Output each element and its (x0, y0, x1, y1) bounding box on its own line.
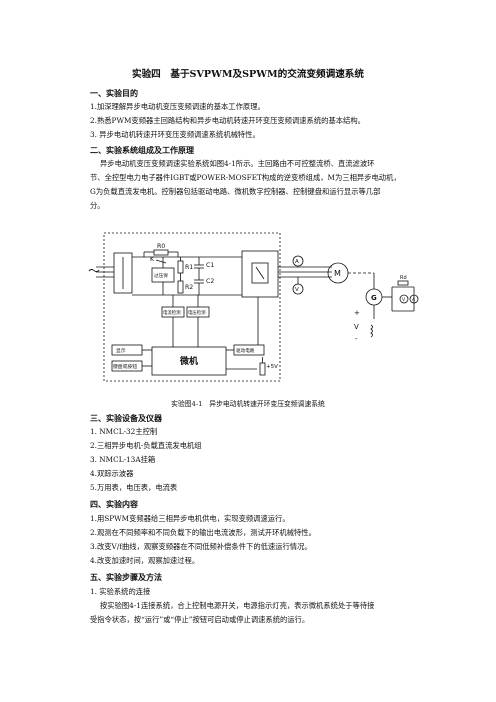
r2-label: R2 (185, 284, 193, 291)
r0-label: R0 (157, 243, 165, 250)
mcu-label: 微机 (179, 355, 198, 367)
ac-source-symbol: ～ (88, 264, 100, 278)
voltage-detect-label: 电压检测 (188, 309, 206, 316)
generator-icon: G (371, 294, 377, 302)
section-heading-steps: 五、实验步骤及方法 (90, 572, 162, 582)
objective-item: 1.加深理解异步电动机变压变频调速的基本工作原理。 (90, 102, 265, 111)
step-line: 按实验图4-1连接系统，合上控制电源开关，电源指示灯亮，表示微机系统处于等待接 (100, 601, 375, 610)
rd-label: Rd (400, 275, 407, 281)
overvoltage-label: 过压保 (154, 272, 168, 279)
c2-label: C2 (206, 278, 214, 285)
equipment-item: 1. NMCL-32主控制 (90, 427, 158, 436)
load-ammeter-icon: A (412, 297, 416, 303)
step-line: 受指令状态，按“运行”或“停止”按钮可启动或停止调速系统的运行。 (90, 615, 310, 624)
voltmeter-icon: V (295, 287, 299, 293)
step-item: 1. 实验系统的连接 (90, 587, 151, 596)
principle-line: 异步电动机变压变频调速实验系统如图4-1所示。主回路由不可控整流桥、直流滤波环 (100, 159, 375, 168)
display-label: 显示 (116, 348, 126, 354)
current-detect-label: 电流检测 (163, 309, 181, 316)
equipment-item: 2.三相异步电机-负载直流发电机组 (90, 441, 202, 450)
excitation-v-label: V (354, 323, 359, 331)
load-meter-icon: V (402, 297, 406, 303)
equipment-item: 3. NMCL-13A挂箱 (90, 455, 156, 464)
c1-label: C1 (206, 262, 214, 269)
section-heading-equipment: 三、实验设备及仪器 (90, 413, 162, 423)
section-heading-objectives: 一、实验目的 (90, 88, 138, 98)
principle-line: 节、全控型电力电子器件IGBT或POWER-MOSFET构成的逆变桥组成，M为三… (90, 173, 401, 182)
objective-item: 3. 异步电动机转速开环变压变频调速系统机械特性。 (90, 130, 260, 139)
objective-item: 2.熟悉PWM变频器主回路结构和异步电动机转速开环变压变频调速系统的基本结构。 (90, 116, 365, 125)
plus5v-label: +5V (266, 364, 278, 370)
equipment-item: 5.万用表，电压表，电流表 (90, 483, 178, 492)
content-item: 1.用SPWM变频器给三相异步电机供电，实现变频调速运行。 (90, 514, 290, 523)
plus-label: + (354, 309, 360, 317)
circuit-diagram: ～ R0 K R1 R2 C1 C2 过压保 电流检测 电压检测 微机 显示 键… (88, 232, 419, 382)
keyboard-label: 键盘或按钮 (113, 363, 137, 370)
equipment-item: 4.双踪示波器 (90, 469, 134, 478)
figure-caption: 实验图4-1 异步电动机转速开环变压变频调速系统 (171, 400, 325, 408)
minus-label: - (355, 335, 358, 343)
section-heading-content: 四、实验内容 (90, 499, 138, 509)
motor-icon: M (334, 269, 341, 278)
drive-circuit-label: 驱动电路 (236, 347, 255, 354)
content-item: 3.改变V/f曲线，观察变频器在不同低频补偿条件下的低速运行情况。 (90, 542, 312, 551)
principle-line: 分。 (90, 201, 105, 210)
k-label: K (150, 256, 155, 263)
page-title: 实验四 基于SVPWM及SPWM的交流变频调速系统 (131, 69, 364, 80)
principle-line: G为负载直流发电机。控制器包括驱动电路、微机数字控制器、控制键盘和运行显示等几部 (90, 187, 381, 196)
section-heading-principle: 二、实验系统组成及工作原理 (90, 145, 194, 155)
content-item: 2.观测在不同频率和不同负载下的输出电流波形，测试开环机械特性。 (90, 528, 316, 537)
ammeter-icon: A (295, 259, 299, 265)
r1-label: R1 (185, 264, 193, 271)
content-item: 4.改变加速时间，观察加速过程。 (90, 556, 200, 565)
